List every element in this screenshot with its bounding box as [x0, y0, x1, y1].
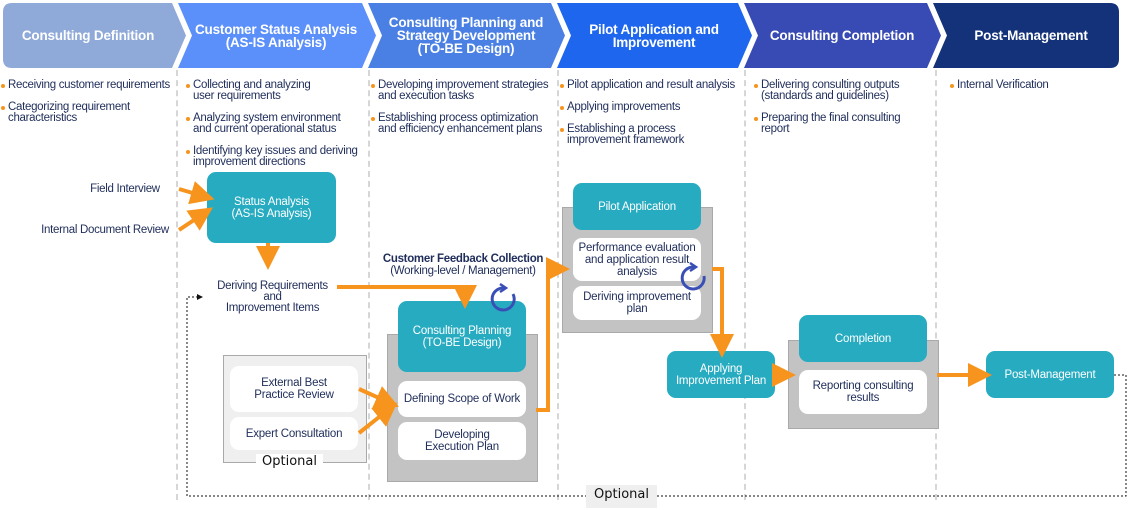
column-divider: [176, 70, 178, 500]
phase-shape-1: [3, 3, 186, 68]
feedback-title: Customer Feedback Collection: [382, 253, 544, 265]
bullets-consulting-planning: Developing improvement strategies and ex…: [370, 79, 560, 146]
bullet-item: Receiving customer requirements: [0, 79, 175, 91]
arrow-deriving-to-planning: [337, 285, 477, 309]
phase-shape-4: [557, 3, 752, 68]
phase-label: Post-Management: [974, 28, 1088, 43]
phase-post-management: Post-Management: [945, 3, 1117, 68]
developing-execution-plan: Developing Execution Plan: [398, 422, 526, 460]
phase-customer-status-analysis: Customer Status Analysis (AS-IS Analysis…: [190, 3, 362, 68]
external-best-practice-review: External Best Practice Review: [230, 366, 358, 412]
bullets-consulting-definition: Receiving customer requirements Categori…: [0, 79, 175, 135]
consulting-planning-node: Consulting Planning (TO-BE Design): [398, 301, 526, 372]
internal-document-review-label: Internal Document Review: [41, 224, 169, 236]
feedback-subtitle: (Working-level / Management): [390, 265, 536, 277]
column-divider: [935, 70, 937, 500]
pilot-application-node: Pilot Application: [573, 183, 701, 230]
arrow-expert-consultation: [357, 402, 398, 435]
bullet-item: Preparing the final consulting report: [753, 112, 933, 135]
phase-shape-3: [368, 3, 565, 68]
bullet-item: Establishing process optimization and ef…: [370, 112, 560, 135]
phase-shape-5: [744, 3, 941, 68]
arrow-field-interview: [178, 181, 215, 205]
optional-feedback-loop: [186, 294, 1127, 497]
arrow-pilot-to-applying: [710, 267, 734, 358]
expert-consultation: Expert Consultation: [230, 417, 358, 450]
reporting-consulting-results: Reporting consulting results: [799, 370, 927, 414]
bullet-item: Identifying key issues and deriving impr…: [185, 145, 370, 168]
bullet-item: Delivering consulting outputs (standards…: [753, 79, 933, 102]
bullet-item: Categorizing requirement characteristics: [0, 101, 175, 124]
bullet-item: Applying improvements: [559, 101, 749, 113]
phase-shape-6: [933, 3, 1119, 68]
completion-node: Completion: [799, 315, 927, 362]
status-analysis-node: Status Analysis (AS-IS Analysis): [207, 172, 336, 243]
phase-label: Consulting Completion: [769, 28, 915, 43]
arrow-planning-to-pilot: [536, 257, 570, 412]
applying-improvement-plan-node: Applying Improvement Plan: [667, 351, 775, 398]
bullet-item: Analyzing system environment and current…: [185, 112, 370, 135]
bullet-item: Establishing a process improvement frame…: [559, 123, 749, 146]
cycle-icon: [490, 282, 516, 312]
deriving-improvement-plan: Deriving improvement plan: [573, 286, 701, 320]
field-interview-label: Field Interview: [90, 183, 160, 195]
column-divider: [744, 70, 746, 500]
performance-evaluation: Performance evaluation and application r…: [573, 238, 701, 281]
phase-consulting-planning: Consulting Planning and Strategy Develop…: [380, 3, 552, 68]
optional-group-label: Optional: [256, 454, 323, 469]
deriving-requirements-label: Deriving Requirements and Improvement It…: [217, 280, 328, 314]
bullet-item: Collecting and analyzing user requiremen…: [185, 79, 370, 102]
post-management-node: Post-Management: [986, 351, 1114, 398]
phase-consulting-completion: Consulting Completion: [756, 3, 928, 68]
bullet-item: Internal Verification: [949, 79, 1129, 91]
bullet-item: Developing improvement strategies and ex…: [370, 79, 560, 102]
phase-header: [3, 3, 1119, 68]
defining-scope-of-work: Defining Scope of Work: [398, 381, 526, 417]
phase-shape-2: [178, 3, 376, 68]
bullets-post-management: Internal Verification: [949, 79, 1129, 102]
bullets-customer-status-analysis: Collecting and analyzing user requiremen…: [185, 79, 370, 179]
bullets-consulting-completion: Delivering consulting outputs (standards…: [753, 79, 933, 146]
arrow-external-review: [358, 386, 399, 409]
phase-label: Consulting Definition: [21, 28, 155, 43]
cycle-icon: [680, 261, 706, 291]
column-divider: [557, 70, 559, 500]
phase-consulting-definition: Consulting Definition: [3, 3, 173, 68]
phase-label: Customer Status Analysis (AS-IS Analysis…: [195, 21, 357, 50]
loop-optional-label: Optional: [586, 485, 657, 508]
bullet-item: Pilot application and result analysis: [559, 79, 749, 91]
phase-label: Consulting Planning and Strategy Develop…: [388, 15, 544, 56]
phase-pilot-application: Pilot Application and Improvement: [569, 3, 739, 68]
bullets-pilot-application: Pilot application and result analysis Ap…: [559, 79, 749, 157]
phase-label: Pilot Application and Improvement: [589, 21, 719, 50]
arrow-document-review: [177, 207, 213, 232]
